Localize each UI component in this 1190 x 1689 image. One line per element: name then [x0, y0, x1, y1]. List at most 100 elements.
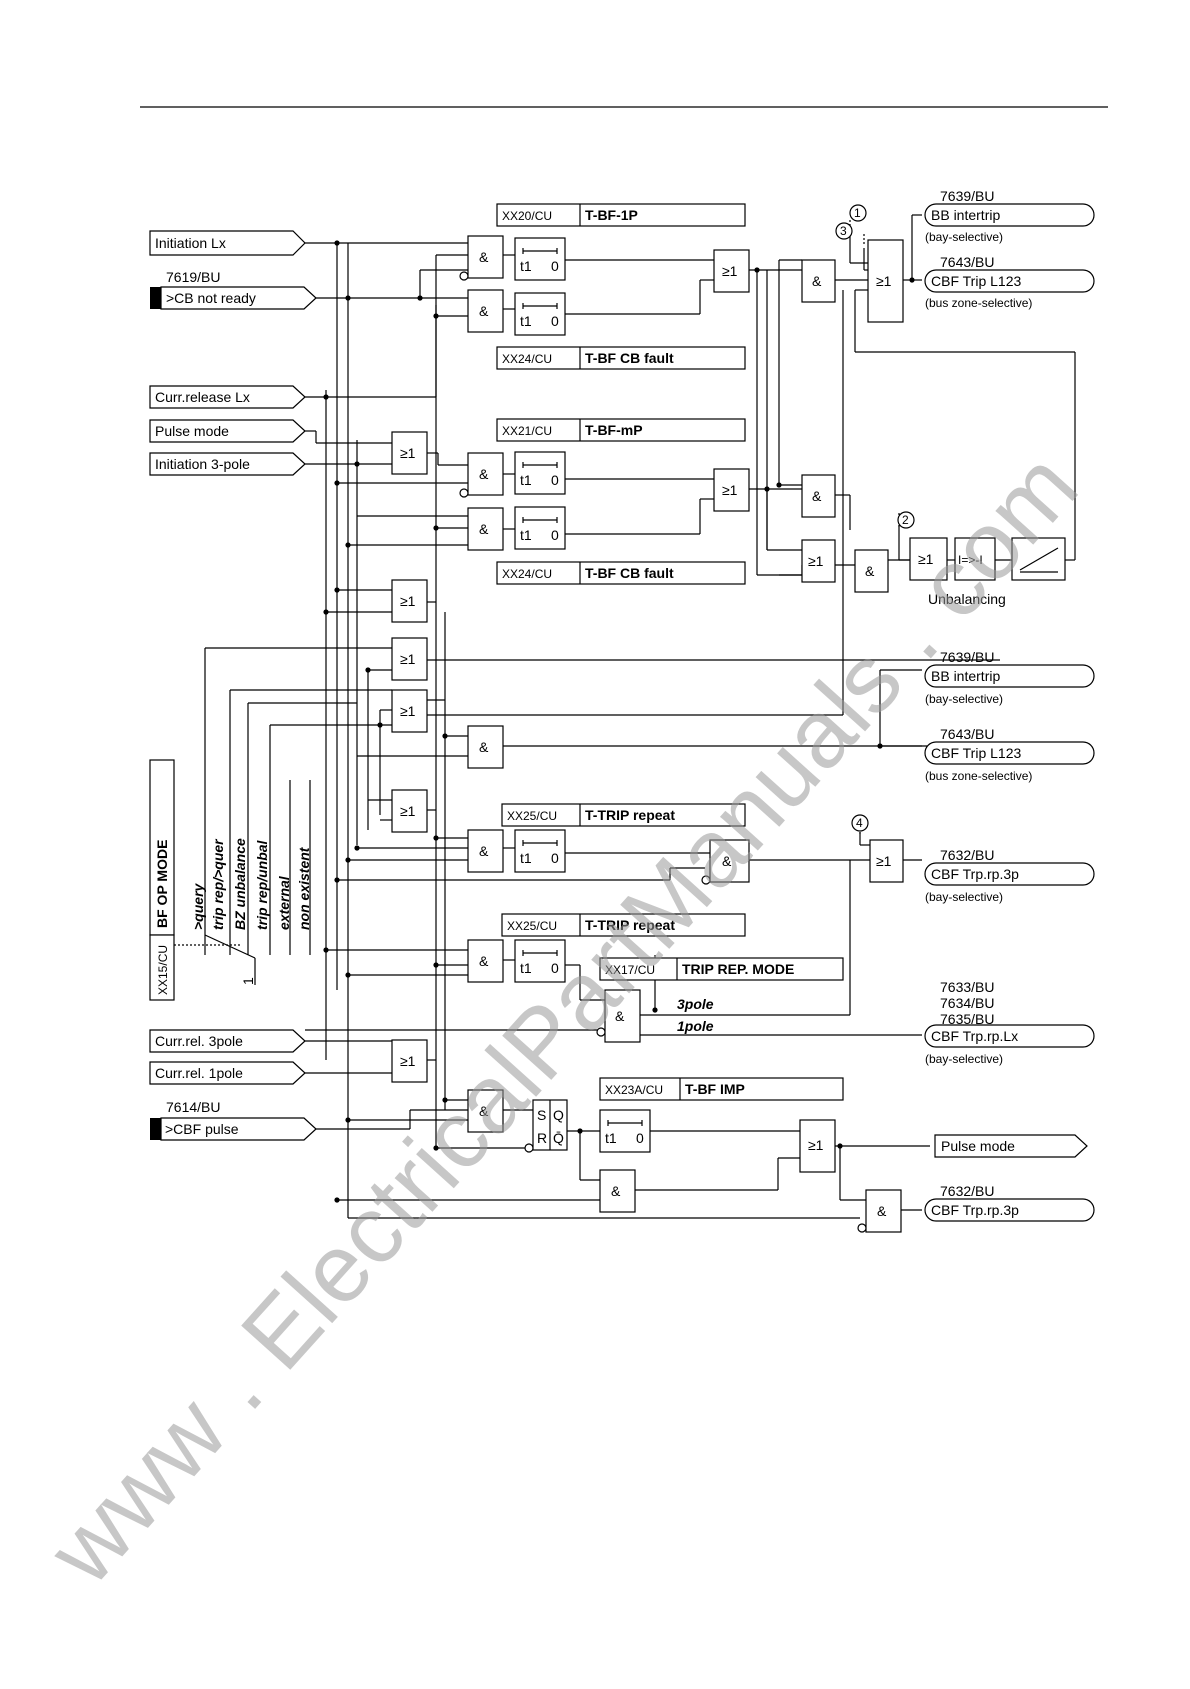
- svg-text:t1: t1: [520, 472, 532, 488]
- svg-text:t1: t1: [605, 1130, 617, 1146]
- mode-option-trip-rep-quer: trip rep/>quer: [210, 838, 226, 930]
- and-gate-1: &: [459, 235, 504, 281]
- output-bb-intertrip-2: 7639/BU BB intertrip (bay-selective): [924, 649, 1095, 706]
- timer-3: t1 0: [514, 451, 566, 495]
- mode-code: XX15/CU: [156, 945, 170, 995]
- svg-text:&: &: [479, 466, 489, 482]
- svg-text:≥1: ≥1: [918, 551, 934, 567]
- svg-text:t1: t1: [520, 313, 532, 329]
- timer-6: t1 0: [514, 939, 566, 983]
- svg-text:7639/BU: 7639/BU: [940, 649, 994, 665]
- output-pulse-mode: Pulse mode: [934, 1134, 1088, 1158]
- svg-text:≥1: ≥1: [876, 273, 892, 289]
- input-curr-rel-3pole: Curr.rel. 3pole: [149, 1029, 306, 1053]
- setting-xx23a-code: XX23A/CU: [605, 1083, 663, 1097]
- setting-xx17-code: XX17/CU: [605, 963, 655, 977]
- setting-xx23a-name: T-BF IMP: [685, 1081, 745, 1097]
- svg-text:&: &: [479, 1103, 489, 1119]
- svg-text:&: &: [479, 521, 489, 537]
- or-gate-10: ≥1: [869, 839, 904, 883]
- output-cbf-trp-rp-3p-1: 7632/BU CBF Trp.rp.3p (bay-selective): [924, 847, 1095, 904]
- ramp-block: [1011, 537, 1066, 581]
- svg-text:0: 0: [551, 258, 559, 274]
- watermark: www . ElectricalPartManuals . com: [27, 433, 1097, 1605]
- svg-text:t1: t1: [520, 527, 532, 543]
- svg-text:&: &: [615, 1008, 625, 1024]
- or-gate-7: ≥1: [391, 637, 428, 681]
- svg-text:≥1: ≥1: [722, 482, 738, 498]
- svg-text:≥1: ≥1: [808, 553, 824, 569]
- trip-mode-3pole: 3pole: [677, 996, 714, 1012]
- and-gate-11: &: [467, 939, 504, 983]
- setting-xx25-b-name: T-TRIP repeat: [585, 917, 675, 933]
- current-unbalance-block: I=>-I: [954, 537, 996, 581]
- svg-text:0: 0: [551, 472, 559, 488]
- svg-text:7639/BU: 7639/BU: [940, 188, 994, 204]
- svg-text:7643/BU: 7643/BU: [940, 254, 994, 270]
- svg-text:0: 0: [551, 313, 559, 329]
- svg-text:(bus zone-selective): (bus zone-selective): [925, 296, 1032, 310]
- svg-text:R: R: [537, 1130, 547, 1146]
- output-cbf-trip-l123-1: 7643/BU CBF Trip L123 (bus zone-selectiv…: [924, 254, 1095, 310]
- setting-xx20-code: XX20/CU: [502, 209, 552, 223]
- svg-text:0: 0: [551, 960, 559, 976]
- svg-text:&: &: [479, 739, 489, 755]
- svg-text:t1: t1: [520, 960, 532, 976]
- svg-text:7634/BU: 7634/BU: [940, 995, 994, 1011]
- svg-text:&: &: [865, 563, 875, 579]
- input-cbf-pulse: 7614/BU >CBF pulse: [150, 1099, 317, 1141]
- svg-text:7632/BU: 7632/BU: [940, 1183, 994, 1199]
- setting-xx24-a-code: XX24/CU: [502, 352, 552, 366]
- svg-text:(bus zone-selective): (bus zone-selective): [925, 769, 1032, 783]
- setting-xx25-b: XX25/CU T-TRIP repeat: [501, 913, 746, 937]
- marker-2: 2: [897, 511, 915, 529]
- mode-selector: BF OP MODE XX15/CU >query trip rep/>quer…: [149, 759, 312, 1001]
- or-gate-5: ≥1: [909, 537, 948, 581]
- output-bb-intertrip-1: 7639/BU BB intertrip (bay-selective): [924, 188, 1095, 244]
- setting-xx24-b: XX24/CU T-BF CB fault: [496, 561, 746, 585]
- svg-text:(bay-selective): (bay-selective): [925, 692, 1003, 706]
- setting-xx17-name: TRIP REP. MODE: [682, 961, 794, 977]
- or-gate-6: ≥1: [391, 579, 428, 623]
- input-curr-release-lx: Curr.release Lx: [149, 385, 306, 409]
- output-cbf-trip-l123-2: 7643/BU CBF Trip L123 (bus zone-selectiv…: [924, 726, 1095, 783]
- svg-text:&: &: [812, 488, 822, 504]
- and-gate-10: &: [701, 839, 750, 885]
- svg-text:Q̄: Q̄: [553, 1130, 564, 1146]
- timer-2: t1 0: [514, 292, 566, 336]
- input-curr-rel-1pole-label: Curr.rel. 1pole: [155, 1065, 243, 1081]
- input-curr-rel-1pole: Curr.rel. 1pole: [149, 1061, 306, 1085]
- and-gate-5: &: [467, 507, 504, 551]
- setting-xx25-a-code: XX25/CU: [507, 809, 557, 823]
- setting-xx24-b-code: XX24/CU: [502, 567, 552, 581]
- unbalancing-label: Unbalancing: [928, 591, 1006, 607]
- setting-xx25-a-name: T-TRIP repeat: [585, 807, 675, 823]
- and-gate-2: &: [467, 289, 504, 333]
- input-initiation-lx: Initiation Lx: [149, 230, 306, 256]
- svg-text:Pulse mode: Pulse mode: [941, 1138, 1015, 1154]
- svg-text:CBF Trp.rp.Lx: CBF Trp.rp.Lx: [931, 1028, 1018, 1044]
- marker-1: 1: [849, 204, 867, 222]
- svg-text:3: 3: [840, 224, 847, 238]
- input-curr-rel-3pole-label: Curr.rel. 3pole: [155, 1033, 243, 1049]
- setting-xx25-b-code: XX25/CU: [507, 919, 557, 933]
- setting-xx24-a-name: T-BF CB fault: [585, 350, 674, 366]
- marker-4: 4: [851, 814, 869, 832]
- svg-text:(bay-selective): (bay-selective): [925, 890, 1003, 904]
- mode-option-non-existent: non existent: [296, 846, 312, 930]
- gates: & & ≥1 & ≥1 ≥1 & & ≥1 & ≥1 & ≥1 I=>-I ≥1…: [391, 235, 1066, 1233]
- and-gate-7: &: [854, 549, 889, 593]
- svg-text:&: &: [479, 249, 489, 265]
- svg-text:(bay-selective): (bay-selective): [925, 1052, 1003, 1066]
- svg-text:BB intertrip: BB intertrip: [931, 668, 1000, 684]
- svg-text:≥1: ≥1: [400, 593, 416, 609]
- svg-text:(bay-selective): (bay-selective): [925, 230, 1003, 244]
- marker-3: 3: [835, 222, 853, 240]
- svg-text:t1: t1: [520, 258, 532, 274]
- or-gate-8: ≥1: [391, 689, 428, 733]
- setting-xx23a: XX23A/CU T-BF IMP: [599, 1077, 844, 1101]
